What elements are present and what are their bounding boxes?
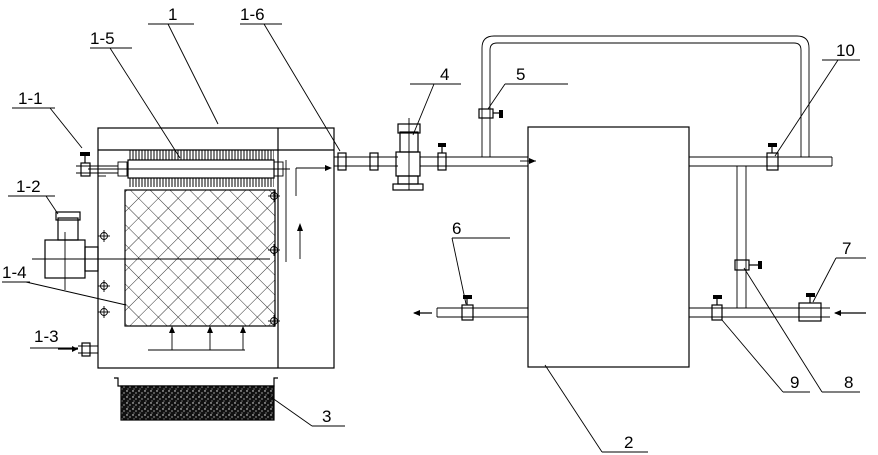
inlet-pipe-1-1 — [76, 152, 118, 177]
vertical-connector — [734, 166, 762, 308]
outlet-line — [334, 143, 485, 171]
bolts — [98, 190, 280, 327]
filter-media — [124, 189, 276, 327]
label-1-6: 1-6 — [240, 5, 265, 24]
drive-motor — [32, 211, 270, 290]
label-1: 1 — [168, 5, 177, 24]
sludge-tray-3 — [114, 377, 278, 421]
label-1-5: 1-5 — [90, 29, 115, 48]
pump-4 — [392, 118, 424, 191]
label-6: 6 — [452, 219, 461, 238]
leader-lines — [2, 23, 866, 453]
label-7: 7 — [842, 239, 851, 258]
label-9: 9 — [790, 373, 799, 392]
lower-left-line — [413, 295, 528, 321]
label-1-4: 1-4 — [2, 263, 27, 282]
label-3: 3 — [322, 407, 331, 426]
label-10: 10 — [836, 41, 855, 60]
label-8: 8 — [844, 373, 853, 392]
label-4: 4 — [440, 65, 449, 84]
label-1-3: 1-3 — [34, 327, 59, 346]
lower-right-line — [689, 293, 866, 322]
drain-pipe-1-3 — [58, 342, 98, 357]
label-1-1: 1-1 — [18, 89, 43, 108]
flow-arrows-internal — [148, 165, 332, 351]
upper-right-line — [689, 143, 833, 171]
tank-2 — [527, 126, 690, 368]
label-2: 2 — [624, 433, 633, 452]
labels: 1 1-5 1-1 1-2 1-4 1-3 1-6 4 5 6 10 7 8 9… — [2, 5, 855, 452]
brush-roller — [88, 150, 290, 187]
bypass-loop — [478, 35, 810, 157]
tank-2-inlet-pipe — [485, 156, 536, 167]
label-5: 5 — [516, 65, 525, 84]
label-1-2: 1-2 — [16, 177, 41, 196]
